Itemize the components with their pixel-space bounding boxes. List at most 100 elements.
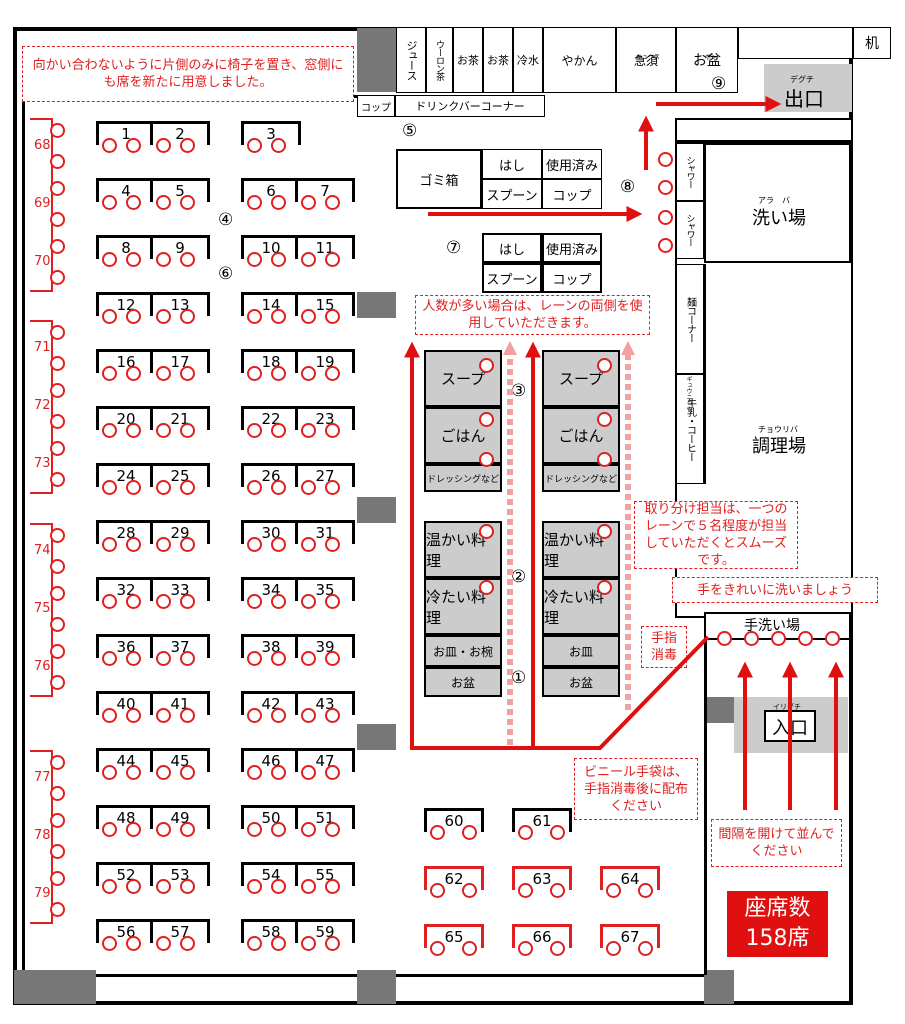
chair bbox=[180, 366, 195, 381]
chair bbox=[50, 212, 65, 227]
chair bbox=[271, 594, 286, 609]
seat-total-badge: 座席数 158席 bbox=[727, 891, 828, 957]
arrow-main-loop bbox=[404, 341, 710, 750]
table-number: 9 bbox=[175, 239, 185, 257]
chair bbox=[301, 366, 316, 381]
window-seat-number: 70 bbox=[34, 254, 51, 269]
table-divider bbox=[150, 634, 153, 658]
chair bbox=[180, 594, 195, 609]
window-counter bbox=[30, 523, 53, 697]
chair bbox=[301, 252, 316, 267]
window-seat-number: 74 bbox=[34, 543, 51, 558]
chair bbox=[126, 879, 141, 894]
chair bbox=[325, 822, 340, 837]
chair bbox=[50, 871, 65, 886]
lane-left-item: ドレッシングなど bbox=[424, 464, 502, 492]
step-7: ⑦ bbox=[446, 238, 462, 258]
chair bbox=[825, 631, 840, 646]
table-number: 4 bbox=[121, 182, 131, 200]
chair bbox=[126, 423, 141, 438]
chair bbox=[271, 651, 286, 666]
chair bbox=[126, 936, 141, 951]
lane-right-item: お皿 bbox=[542, 635, 620, 667]
step-6: ⑥ bbox=[218, 264, 234, 284]
lane-right-item: 冷たい料理 bbox=[542, 578, 620, 635]
chair bbox=[550, 941, 565, 956]
table-number: 66 bbox=[532, 928, 552, 946]
drink-bar-label: ドリンクバーコーナー bbox=[395, 95, 545, 117]
chair bbox=[606, 883, 621, 898]
table-divider bbox=[295, 634, 298, 658]
lane-right-item: お盆 bbox=[542, 667, 620, 697]
chair bbox=[325, 594, 340, 609]
table-divider bbox=[150, 235, 153, 259]
wash-room bbox=[704, 143, 851, 263]
window-seat-number: 77 bbox=[34, 770, 51, 785]
chair bbox=[430, 883, 445, 898]
chair bbox=[180, 708, 195, 723]
shower-1: シャワー bbox=[676, 143, 704, 201]
desk: 机 bbox=[853, 27, 891, 59]
table-divider bbox=[150, 919, 153, 943]
chair bbox=[462, 825, 477, 840]
step-5: ⑤ bbox=[402, 121, 418, 141]
table-divider bbox=[150, 463, 153, 487]
wash-room-ruby: アラ バ bbox=[758, 196, 790, 205]
lane-left-item: お盆 bbox=[424, 667, 502, 697]
chair bbox=[126, 765, 141, 780]
handwash-label: 手洗い場 bbox=[744, 618, 800, 634]
kitchen-label: 調理場 bbox=[752, 436, 806, 457]
chair bbox=[325, 537, 340, 552]
chair bbox=[247, 195, 262, 210]
chair bbox=[301, 309, 316, 324]
table-divider bbox=[150, 862, 153, 886]
chair bbox=[102, 366, 117, 381]
note-spacing: 間隔を開けて並んでください bbox=[711, 819, 842, 867]
tray-ruby: ボン bbox=[705, 54, 718, 61]
chair bbox=[325, 252, 340, 267]
chair bbox=[638, 941, 653, 956]
table-number: 6 bbox=[266, 182, 276, 200]
table-divider bbox=[150, 349, 153, 373]
chair bbox=[50, 755, 65, 770]
table-divider bbox=[150, 691, 153, 715]
chair bbox=[156, 423, 171, 438]
chair bbox=[156, 765, 171, 780]
table-number: 61 bbox=[532, 812, 552, 830]
chair bbox=[325, 936, 340, 951]
chair bbox=[180, 879, 195, 894]
chair bbox=[597, 452, 612, 467]
chair bbox=[247, 423, 262, 438]
chair bbox=[550, 883, 565, 898]
chair bbox=[597, 412, 612, 427]
table-number: 3 bbox=[266, 125, 276, 143]
chair bbox=[102, 423, 117, 438]
noodle-corner: 麺コーナー bbox=[676, 264, 704, 374]
window-seat-number: 75 bbox=[34, 601, 51, 616]
chair bbox=[658, 238, 673, 253]
note-seat-layout: 向かい合わないように片側のみに椅子を置き、窓側にも席を新たに用意しました。 bbox=[22, 46, 354, 102]
window-seat-number: 69 bbox=[34, 196, 51, 211]
chair bbox=[271, 822, 286, 837]
table-divider bbox=[295, 406, 298, 430]
chair bbox=[271, 708, 286, 723]
chair bbox=[50, 586, 65, 601]
chair bbox=[126, 651, 141, 666]
chair bbox=[180, 480, 195, 495]
chair bbox=[180, 309, 195, 324]
dashed-lanes bbox=[507, 355, 631, 745]
dining-table: 62 bbox=[424, 866, 484, 890]
table-divider bbox=[295, 349, 298, 373]
chair bbox=[247, 651, 262, 666]
table-number: 62 bbox=[444, 870, 464, 888]
chair bbox=[301, 651, 316, 666]
chair bbox=[462, 883, 477, 898]
drink-teapot: 急須 bbox=[616, 27, 676, 93]
table-divider bbox=[150, 178, 153, 202]
chair bbox=[50, 441, 65, 456]
window-seat-number: 72 bbox=[34, 398, 51, 413]
chair bbox=[247, 138, 262, 153]
